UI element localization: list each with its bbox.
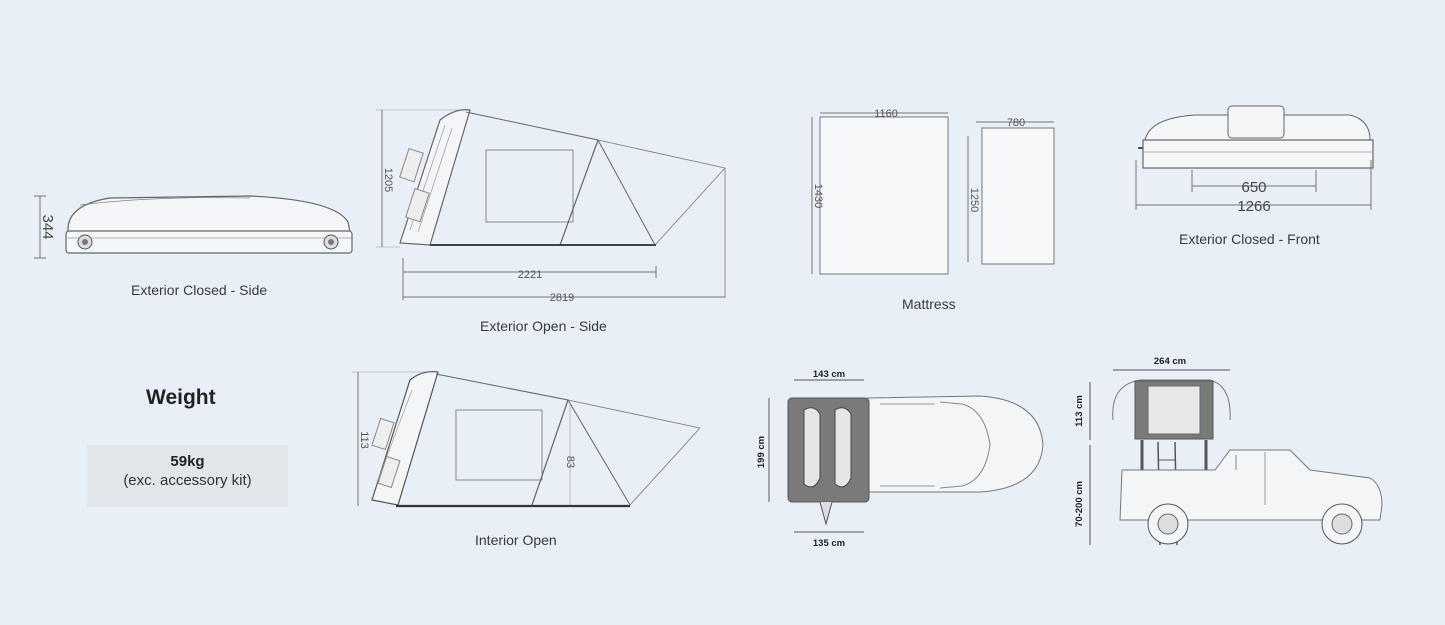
closed-front-inner-width-label: 650: [1241, 179, 1266, 196]
mattress-drawing: 1160 1430 780 1250: [811, 108, 1055, 275]
open-side-length-inner-label: 2221: [518, 269, 542, 281]
exterior-closed-front-drawing: 650 1266: [1135, 105, 1374, 215]
mattress-length-b-label: 1250: [968, 188, 980, 212]
caption-exterior-open-side: Exterior Open - Side: [480, 318, 607, 334]
weight-note: (exc. accessory kit): [123, 472, 252, 489]
caption-mattress: Mattress: [902, 296, 956, 312]
closed-front-outer-width-label: 1266: [1237, 198, 1270, 215]
caption-interior-open: Interior Open: [475, 532, 557, 548]
weight-title: Weight: [146, 386, 216, 409]
truck-side-view-drawing: 264 cm 113 cm 70-200 cm: [1074, 356, 1383, 546]
mattress-width-b-label: 780: [1007, 117, 1025, 129]
exterior-closed-side-drawing: 344: [34, 195, 353, 259]
truck-top-bottom-width-label: 135 cm: [813, 538, 845, 549]
weight-value: 59kg: [170, 453, 205, 470]
truck-top-view-drawing: 143 cm 199 cm 135 cm: [756, 369, 1044, 549]
open-side-height-label: 1205: [382, 168, 394, 192]
interior-height-outer-label: 113: [358, 431, 370, 449]
open-side-length-outer-label: 2819: [550, 292, 574, 304]
truck-side-width-label: 264 cm: [1154, 356, 1186, 367]
truck-side-vehicle-height-label: 70-200 cm: [1074, 481, 1085, 527]
truck-top-width-label: 143 cm: [813, 369, 845, 380]
exterior-open-side-drawing: 1205 2221 2819: [376, 109, 726, 304]
truck-side-tent-height-label: 113 cm: [1074, 395, 1085, 427]
mattress-width-a-label: 1160: [874, 108, 898, 120]
caption-exterior-closed-front: Exterior Closed - Front: [1179, 231, 1320, 247]
mattress-length-a-label: 1430: [812, 184, 824, 208]
interior-open-drawing: 113 83: [352, 371, 701, 508]
caption-exterior-closed-side: Exterior Closed - Side: [131, 282, 268, 298]
truck-top-length-label: 199 cm: [756, 436, 767, 468]
interior-height-inner-label: 83: [564, 456, 576, 468]
closed-side-height-label: 344: [39, 214, 56, 239]
weight-box: 59kg (exc. accessory kit): [87, 445, 288, 507]
